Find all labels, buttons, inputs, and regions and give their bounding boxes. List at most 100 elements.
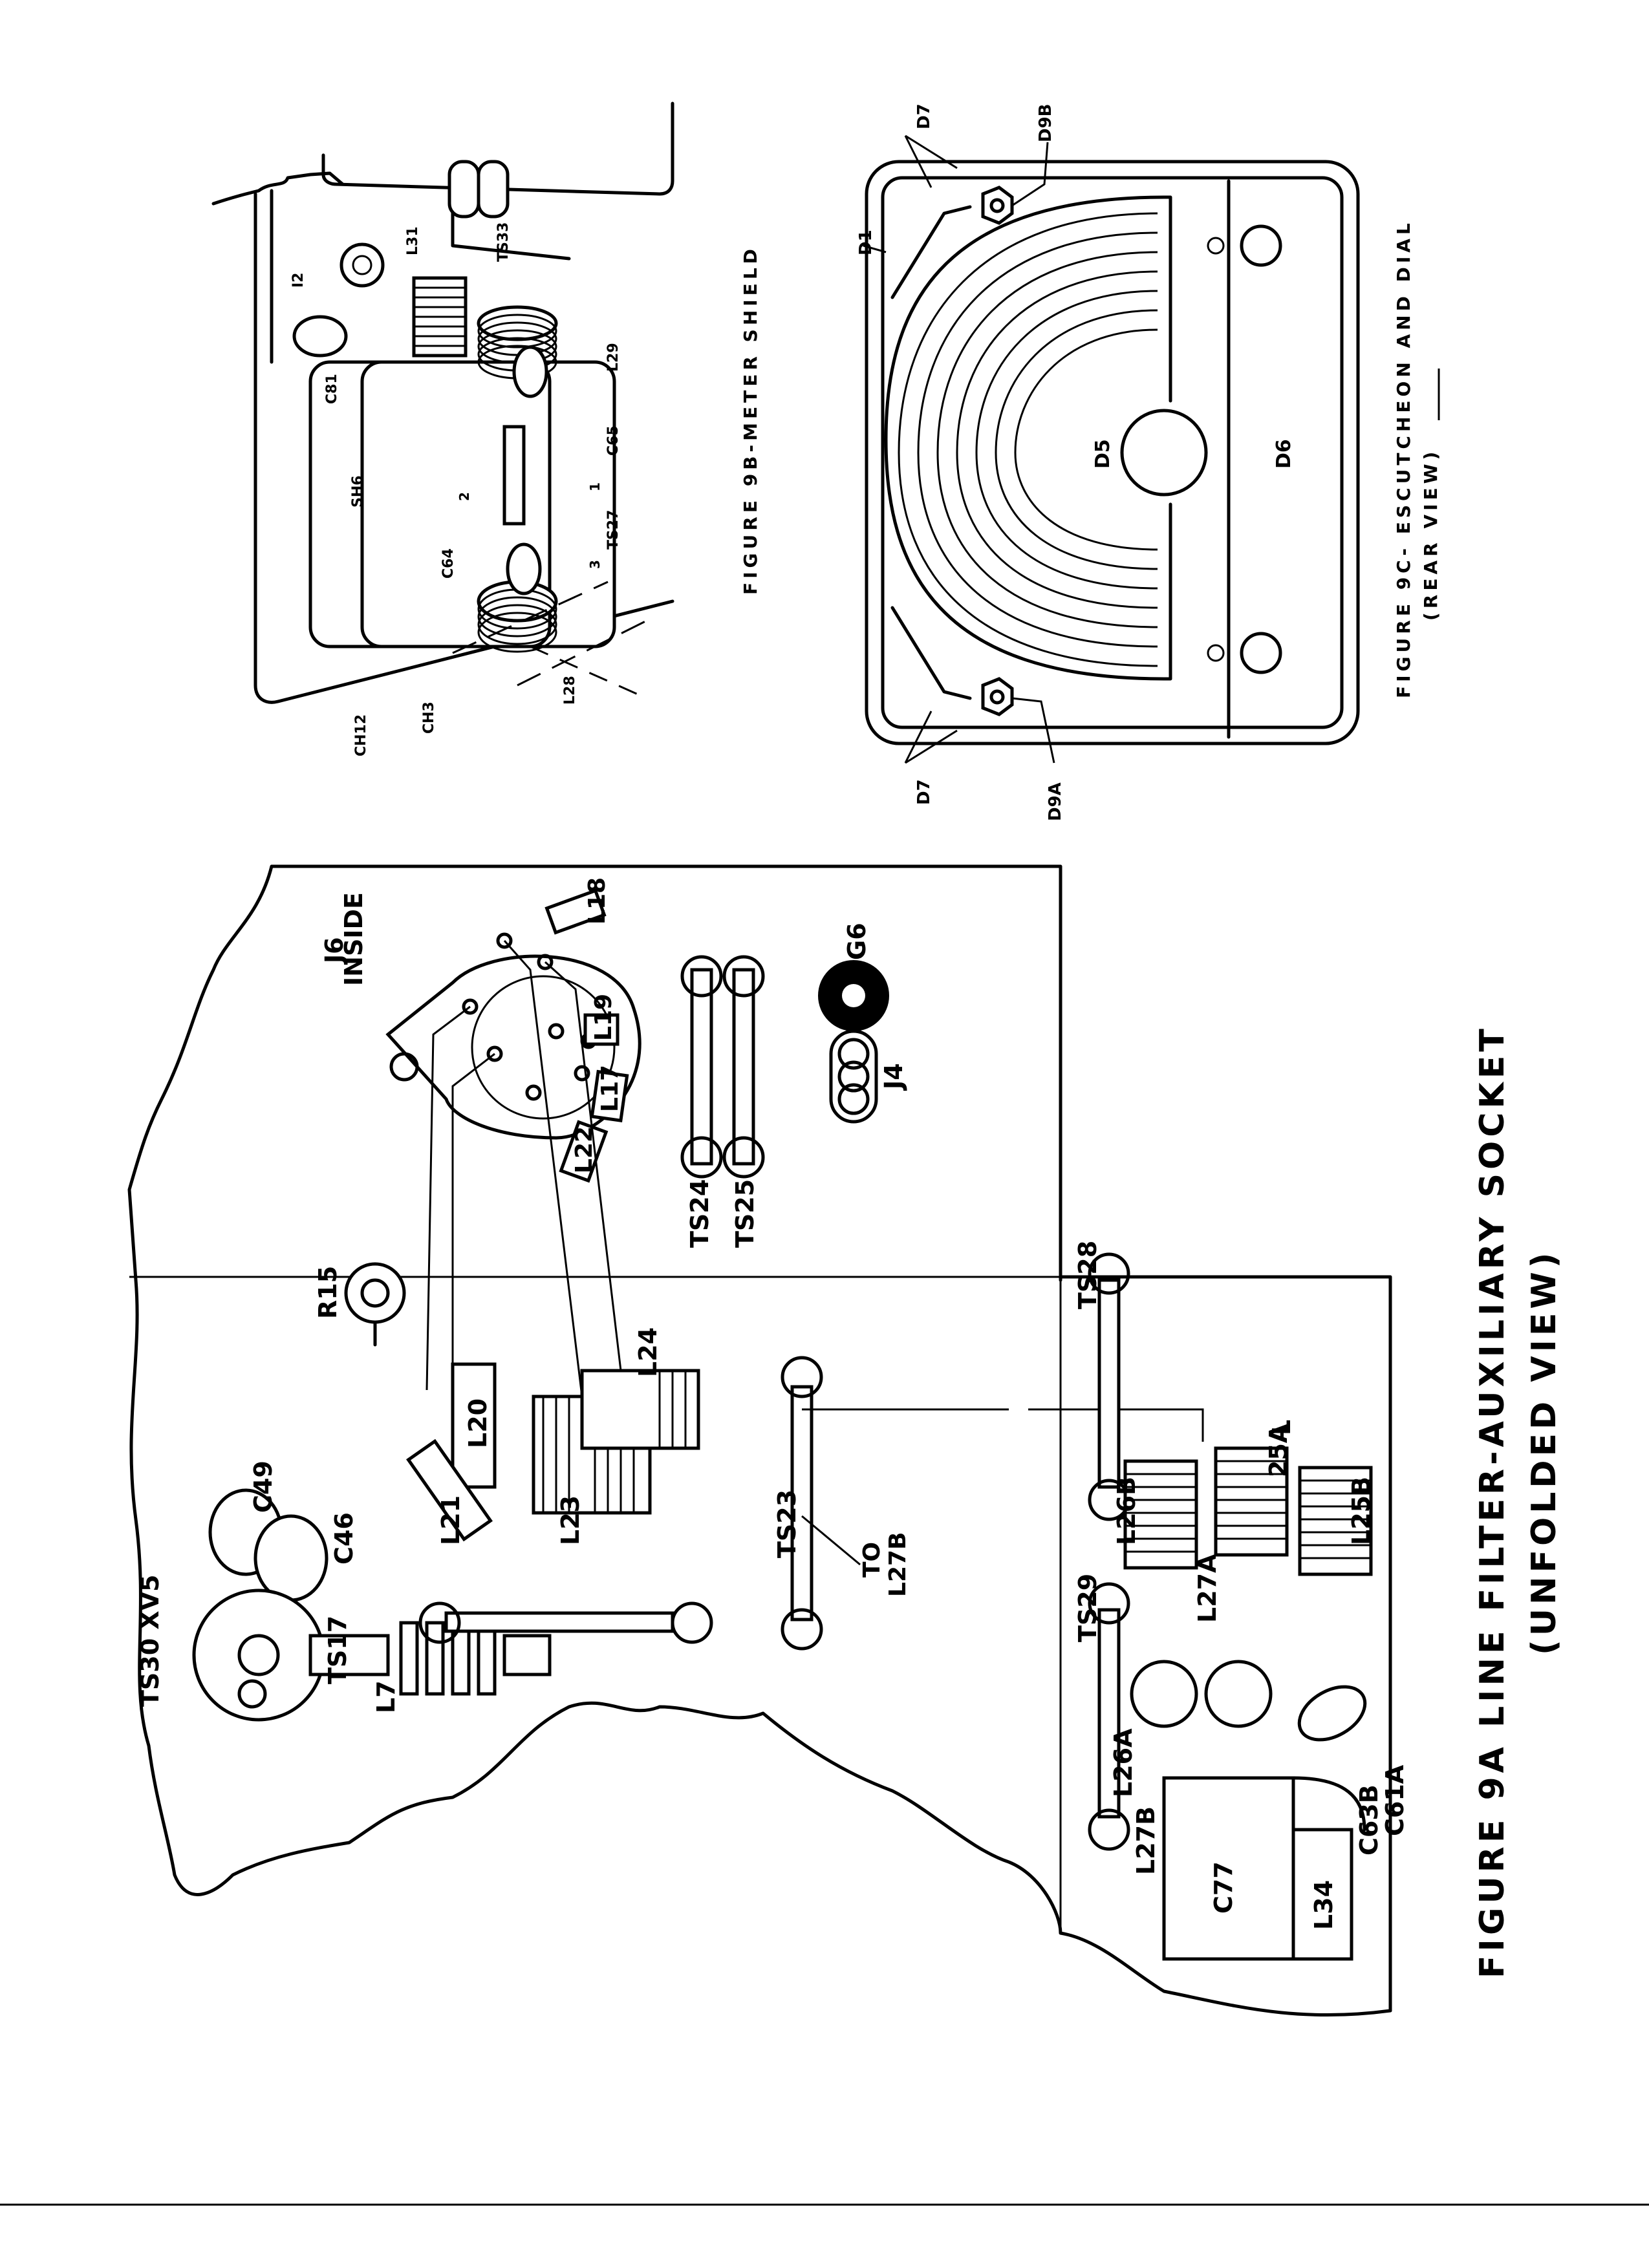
label-l27a: L27A bbox=[1193, 1554, 1222, 1623]
label-l21: L21 bbox=[436, 1495, 465, 1545]
label-l20: L20 bbox=[464, 1398, 492, 1448]
caption-figure-9c-line2: (REAR VIEW) bbox=[1420, 448, 1441, 621]
label-l26b: L26B bbox=[1112, 1477, 1141, 1545]
l27a-l25a-coil bbox=[1214, 1446, 1289, 1557]
chassis-outline bbox=[211, 171, 345, 206]
ts17-terminal-strip bbox=[444, 1611, 674, 1633]
label-d5: D5 bbox=[1092, 439, 1114, 469]
label-l26a: L26A bbox=[1109, 1728, 1137, 1797]
label-ts29: TS29 bbox=[1073, 1574, 1102, 1642]
label-d7-top: D7 bbox=[914, 103, 934, 129]
label-ch3: CH3 bbox=[421, 701, 437, 734]
label-l23: L23 bbox=[556, 1495, 585, 1545]
i2-lamp bbox=[339, 242, 385, 288]
d9a-nut bbox=[981, 677, 1014, 716]
d1-escutcheon-outer bbox=[865, 160, 1360, 745]
l18-inductor bbox=[544, 888, 607, 935]
label-ch12: CH12 bbox=[353, 714, 369, 756]
panel-lower-outline bbox=[129, 1278, 1392, 2017]
label-l25b: L25B bbox=[1347, 1477, 1375, 1545]
label-ts27-terminal-1: 1 bbox=[587, 482, 603, 491]
label-l31: L31 bbox=[405, 226, 421, 255]
mount-hole-small-bottom bbox=[1207, 644, 1225, 662]
label-c61a: C61A bbox=[1381, 1764, 1409, 1836]
label-j6: J6 bbox=[320, 937, 349, 965]
label-l34: L34 bbox=[1310, 1880, 1338, 1930]
label-ts24: TS24 bbox=[685, 1179, 714, 1248]
label-c46: C46 bbox=[330, 1512, 358, 1565]
d1-escutcheon-inner bbox=[881, 176, 1344, 729]
ts25-terminal-strip bbox=[732, 968, 755, 1166]
l26b-coil bbox=[1123, 1459, 1198, 1570]
label-ts33: TS33 bbox=[495, 222, 512, 262]
ts23-terminal-strip bbox=[790, 1385, 814, 1621]
c77-capacitor bbox=[1162, 1776, 1295, 1961]
panel-right-outline bbox=[1059, 1275, 1392, 2013]
l24-coil bbox=[580, 1369, 700, 1450]
label-l17: L17 bbox=[597, 1065, 623, 1112]
l17-inductor bbox=[590, 1069, 629, 1122]
label-l7: L7 bbox=[372, 1680, 400, 1713]
label-l18: L18 bbox=[584, 877, 610, 925]
ts27-terminal bbox=[502, 425, 526, 526]
r15-resistor bbox=[344, 1262, 406, 1324]
label-d1: D1 bbox=[856, 230, 876, 255]
d7-pointer-stops bbox=[890, 205, 972, 700]
label-j6-inside: INSIDE bbox=[339, 892, 368, 986]
d9b-nut bbox=[981, 186, 1014, 225]
figure-9b-meter-shield: I2 C81 L31 TS33 SH6 L29 C65 TS27 1 2 3 C… bbox=[211, 102, 761, 756]
label-ts27-terminal-3: 3 bbox=[587, 560, 603, 569]
c46-capacitor bbox=[253, 1514, 329, 1602]
label-d6: D6 bbox=[1273, 439, 1295, 469]
mount-hole-large-top bbox=[1240, 224, 1282, 267]
j6-pins bbox=[462, 932, 597, 1101]
l25b-coil bbox=[1298, 1466, 1373, 1576]
label-i2: I2 bbox=[290, 273, 307, 288]
label-l19: L19 bbox=[590, 994, 617, 1041]
label-g6: G6 bbox=[843, 923, 871, 960]
label-ts27-terminal-2: 2 bbox=[457, 492, 472, 501]
c65-capacitor bbox=[512, 345, 548, 398]
ts33-terminal bbox=[447, 160, 480, 219]
ts28-terminal-strip bbox=[1097, 1278, 1121, 1489]
d5-center-hub bbox=[1120, 409, 1208, 497]
l26a-coil-loop bbox=[1130, 1660, 1198, 1728]
label-l25a-prefix: L bbox=[1267, 1420, 1296, 1435]
label-ts23: TS23 bbox=[773, 1490, 801, 1558]
label-d7-bottom: D7 bbox=[914, 779, 934, 805]
c64-capacitor bbox=[506, 542, 542, 595]
label-ts27: TS27 bbox=[605, 510, 621, 550]
ts29-terminal-strip bbox=[1097, 1608, 1121, 1819]
ts24-terminal-strip bbox=[690, 968, 713, 1166]
label-ts30-xv5: TS30 XV5 bbox=[136, 1574, 164, 1707]
l20-inductor bbox=[451, 1362, 497, 1489]
label-l25a: 25A bbox=[1264, 1424, 1293, 1477]
label-sh6: SH6 bbox=[350, 475, 366, 508]
label-c77: C77 bbox=[1209, 1861, 1238, 1914]
j4-jack bbox=[829, 1029, 878, 1124]
label-l22: L22 bbox=[571, 1126, 598, 1173]
label-r15: R15 bbox=[314, 1266, 342, 1319]
label-d9b: D9B bbox=[1036, 104, 1055, 143]
label-ts25: TS25 bbox=[731, 1179, 759, 1248]
label-to-l27b: L27B bbox=[885, 1532, 911, 1597]
label-c49: C49 bbox=[249, 1460, 277, 1513]
label-c64: C64 bbox=[440, 548, 457, 579]
label-l27b: L27B bbox=[1132, 1806, 1160, 1875]
l21-inductor bbox=[406, 1439, 493, 1542]
label-c65: C65 bbox=[605, 425, 621, 456]
figure-9c-escutcheon-dial: D7 D9B D1 D5 D6 D7 D9A FIGURE 9C- ESCUTC… bbox=[856, 103, 1441, 821]
l27b-coil-loop bbox=[1204, 1660, 1273, 1728]
c63b-c61a-capacitor bbox=[1297, 1685, 1367, 1742]
l19-inductor bbox=[583, 1013, 620, 1046]
caption-figure-9a-line2: (UNFOLDED VIEW) bbox=[1525, 1248, 1564, 1655]
caption-figure-9c-line1: FIGURE 9C- ESCUTCHEON AND DIAL bbox=[1393, 219, 1414, 698]
c81-capacitor bbox=[292, 315, 348, 358]
figure-9a-line-filter: J6 INSIDE L18 L19 L17 L22 TS24 TS25 G6 J… bbox=[127, 864, 1564, 2017]
l7-choke bbox=[308, 1621, 552, 1696]
label-l29: L29 bbox=[605, 343, 621, 372]
dial-scale-arcs bbox=[898, 212, 1158, 667]
panel-upper-outline bbox=[127, 864, 1062, 1282]
mount-hole-large-bottom bbox=[1240, 632, 1282, 674]
